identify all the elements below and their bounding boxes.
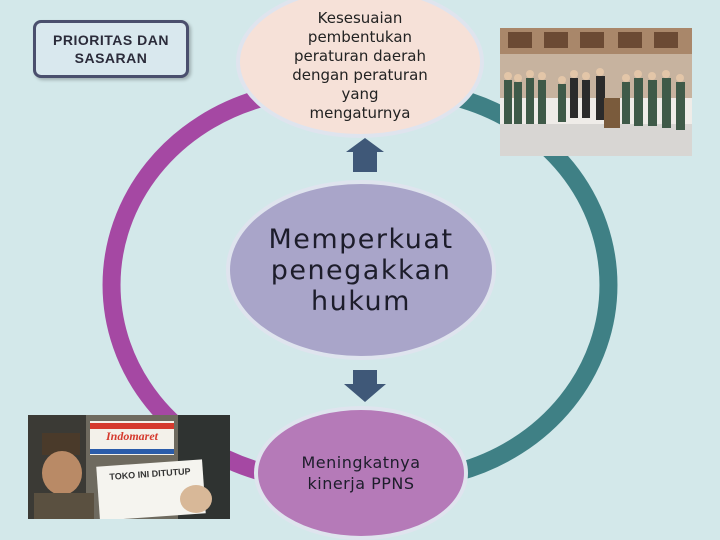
title-badge: PRIORITAS DAN SASARAN [33, 20, 189, 78]
badge-line-1: PRIORITAS DAN [53, 32, 169, 48]
node-center-line: hukum [311, 285, 411, 317]
down-arrow [344, 370, 386, 402]
indomaret-logo-text: Indomaret [105, 429, 158, 443]
node-top-line: Kesesuaian [317, 9, 403, 27]
node-bottom-line: Meningkatnya [301, 453, 421, 472]
node-top-line: peraturan daerah [294, 47, 426, 65]
ceremony-photo [500, 28, 692, 156]
node-regulation-conformity: Kesesuaian pembentukan peraturan daerah … [236, 0, 484, 138]
node-top-line: pembentukan [307, 28, 413, 46]
node-top-line: yang [341, 85, 379, 103]
node-top-line: dengan peraturan [292, 66, 428, 84]
node-center-line: penegakkan [270, 254, 452, 286]
node-bottom-line: kinerja PPNS [307, 474, 415, 493]
node-center-line: Memperkuat [268, 223, 454, 255]
node-top-line: mengaturnya [309, 104, 411, 122]
badge-line-2: SASARAN [74, 50, 148, 66]
store-closure-photo-drawing [28, 415, 230, 519]
ceremony-photo-drawing [500, 28, 692, 156]
node-law-enforcement: Memperkuat penegakkan hukum [226, 180, 496, 360]
node-ppns-performance: Meningkatnya kinerja PPNS [254, 406, 468, 540]
up-arrow [346, 138, 384, 172]
store-closure-photo: Indomaret TOKO INI DITUTUP [28, 415, 230, 519]
